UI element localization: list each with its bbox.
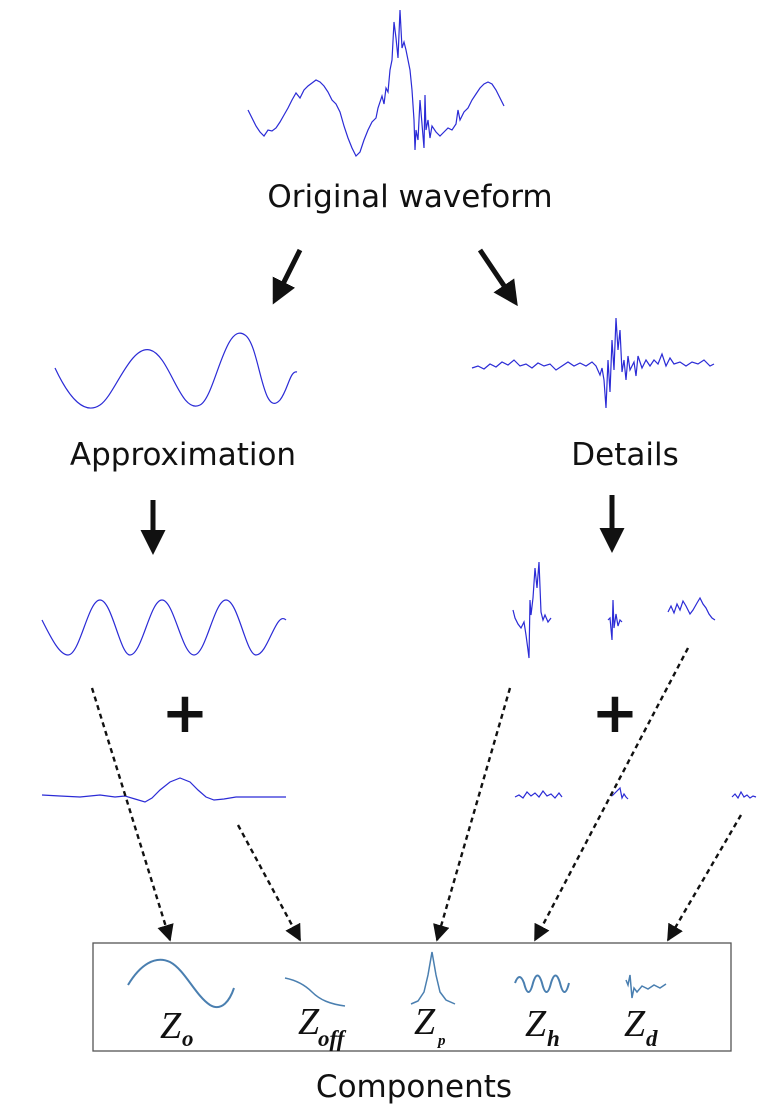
dashed-arrow-to-z-h xyxy=(533,647,690,942)
component-z-off-label: Z off xyxy=(298,1001,347,1051)
component-z-p-label: Z p xyxy=(414,1001,446,1049)
dashed-arrow-to-z-d xyxy=(666,814,743,942)
arrow-to-approximation xyxy=(272,248,303,305)
approximation-waveform xyxy=(54,332,298,409)
details-spike-component xyxy=(607,599,623,641)
component-z-d-label: Z d xyxy=(624,1003,658,1051)
dashed-arrow-to-z-p xyxy=(433,687,512,942)
dashed-arrow-to-z-o xyxy=(90,687,174,942)
component-z-h-curve xyxy=(514,974,570,993)
component-z-off-sub: off xyxy=(318,1026,347,1051)
component-z-o-label: Z o xyxy=(160,1005,194,1051)
components-box xyxy=(92,942,732,1052)
approximation-offset-component xyxy=(41,777,286,803)
component-z-h-sub: h xyxy=(547,1026,560,1051)
details-noise-component-3 xyxy=(731,790,757,800)
details-noise-component-1 xyxy=(514,789,563,799)
component-z-o-sub: o xyxy=(182,1026,194,1051)
component-z-o-base: Z xyxy=(160,1005,182,1047)
arrow-to-details xyxy=(477,248,518,307)
component-z-d-base: Z xyxy=(624,1003,646,1045)
component-z-p-base: Z xyxy=(414,1001,436,1043)
component-z-off-curve xyxy=(284,977,346,1007)
dashed-arrow-to-z-off xyxy=(236,824,302,942)
plus-right: + xyxy=(592,681,639,746)
component-z-h-base: Z xyxy=(525,1003,547,1045)
details-harmonic-component xyxy=(667,596,716,621)
original-waveform xyxy=(247,9,505,158)
component-z-h-label: Z h xyxy=(525,1003,560,1051)
details-noise-component-2 xyxy=(611,786,629,800)
details-waveform xyxy=(471,317,715,409)
components-label: Components xyxy=(316,1069,512,1105)
details-label: Details xyxy=(571,437,678,473)
component-z-off-base: Z xyxy=(298,1001,320,1043)
approximation-sine-component xyxy=(41,599,287,656)
component-z-o-curve xyxy=(127,958,235,1008)
plus-left: + xyxy=(162,681,209,746)
component-z-p-sub: p xyxy=(436,1033,446,1049)
original-waveform-label: Original waveform xyxy=(267,179,552,215)
approximation-label: Approximation xyxy=(70,437,296,473)
details-peak-component xyxy=(512,561,552,659)
component-z-d-sub: d xyxy=(646,1026,658,1051)
component-z-p-curve xyxy=(410,951,456,1005)
component-z-d-curve xyxy=(625,974,667,999)
